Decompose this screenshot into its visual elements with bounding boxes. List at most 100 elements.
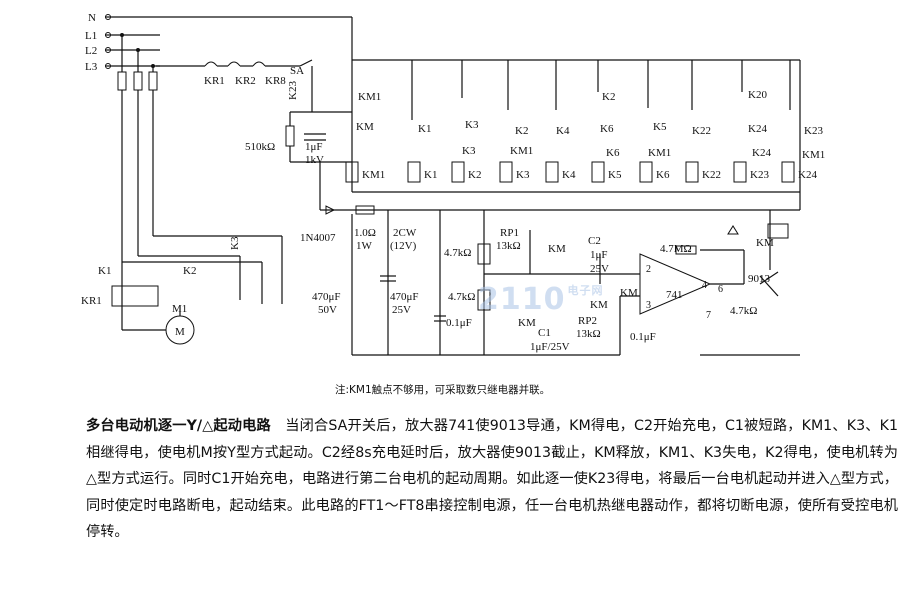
- cap-label: C2: [588, 235, 601, 247]
- contact-label: K24: [748, 123, 767, 135]
- motor-circuit: K1 K2 K3 KR1 M1 M: [81, 235, 283, 345]
- contact-label: K20: [748, 89, 767, 101]
- contact-label: K23: [804, 125, 823, 137]
- km-label: KM: [548, 243, 566, 255]
- coil-label: K3: [516, 169, 530, 181]
- pot-label: RP1: [500, 227, 519, 239]
- relay-label: KR8: [265, 75, 286, 87]
- motor-label: K3: [229, 236, 241, 250]
- pin-label: 2: [646, 264, 651, 275]
- coil-label: K23: [750, 169, 769, 181]
- contact-label: K5: [653, 121, 667, 133]
- rc-dropper: 510kΩ 1μF 1kV: [245, 111, 352, 210]
- watermark-small: 电子网: [567, 284, 604, 297]
- relay-label: KR2: [235, 75, 256, 87]
- coil-label: KM1: [362, 169, 385, 181]
- motor-label: M1: [172, 303, 187, 315]
- contact-label: K24: [752, 147, 771, 159]
- km-label: KM: [590, 299, 608, 311]
- contact-label: K6: [600, 123, 614, 135]
- coil-label: K2: [468, 169, 481, 181]
- cap-label: 1μF/25V: [530, 341, 570, 353]
- relay-coils: KM1 K1 K2 K3 K4 K5 K6 K22 K23 K24: [345, 161, 817, 183]
- motor-label: K1: [98, 265, 111, 277]
- contact-label: KM: [356, 121, 374, 133]
- fuse: [133, 71, 143, 91]
- coil-label: K24: [798, 169, 817, 181]
- resistor-label: 1.0Ω: [354, 227, 376, 239]
- motor-label: K2: [183, 265, 196, 277]
- contact-label: K3: [462, 145, 476, 157]
- km-label: KM: [756, 237, 774, 249]
- opamp-label: 741: [666, 289, 683, 301]
- pot-label: 13kΩ: [576, 328, 601, 340]
- coil-label: K1: [424, 169, 437, 181]
- timer-circuit: 1N4007 1.0Ω 1W 2CW (12V) 470μF 50V 470μF…: [300, 205, 800, 356]
- contact-label: KM1: [358, 91, 381, 103]
- diagram-note: 注:KM1触点不够用，可采取数只继电器并联。: [335, 384, 551, 396]
- km-label: KM: [620, 287, 638, 299]
- fuse: [148, 71, 158, 91]
- pot-label: 13kΩ: [496, 240, 521, 252]
- coil-label: K6: [656, 169, 670, 181]
- pin-label: 7: [706, 310, 711, 321]
- contact-label: K22: [692, 125, 711, 137]
- coil-label: K4: [562, 169, 576, 181]
- switch-label: K23: [287, 81, 299, 100]
- resistor-label: 4.7kΩ: [444, 247, 471, 259]
- switch-label: SA: [290, 65, 304, 77]
- zener-label: (12V): [390, 240, 417, 252]
- cap-1uf-label: 1μF: [305, 141, 323, 153]
- cap-label: 0.1μF: [446, 317, 472, 329]
- caption-paragraph: 多台电动机逐一Y/△起动电路 当闭合SA开关后，放大器741使9013导通，KM…: [86, 413, 898, 546]
- pin-label: 4: [702, 280, 707, 291]
- motor-label: KR1: [81, 295, 102, 307]
- cap-label: 25V: [590, 263, 609, 275]
- supply-label: N: [88, 12, 96, 24]
- cap-label: 50V: [318, 304, 337, 316]
- contact-label: K2: [602, 91, 615, 103]
- cap-label: C1: [538, 327, 551, 339]
- pot-label: RP2: [578, 315, 597, 327]
- resistor-label: 4.7kΩ: [730, 305, 757, 317]
- caption-title: 多台电动机逐一Y/△起动电路: [86, 418, 271, 434]
- km-label: KM: [518, 317, 536, 329]
- cap-label: 470μF: [390, 291, 419, 303]
- contact-label: K2: [515, 125, 528, 137]
- contact-label: K1: [418, 123, 431, 135]
- coil-label: K22: [702, 169, 721, 181]
- motor-symbol: M: [175, 326, 185, 338]
- pin-label: 6: [718, 284, 723, 295]
- fuse: [117, 71, 127, 91]
- relay-contacts: KR1 KR2 KR8 SA K23: [204, 59, 313, 112]
- relay-label: KR1: [204, 75, 225, 87]
- cap-label: 470μF: [312, 291, 341, 303]
- resistor-label: 4.7kΩ: [448, 291, 475, 303]
- supply-label: L3: [85, 61, 98, 73]
- supply-label: L1: [85, 30, 97, 42]
- transistor-label: 9013: [748, 273, 771, 285]
- diode-label: 1N4007: [300, 232, 336, 244]
- contact-label: K3: [465, 119, 479, 131]
- contact-label: K6: [606, 147, 620, 159]
- contact-label: KM1: [510, 145, 533, 157]
- cap-label: 0.1μF: [630, 331, 656, 343]
- zener-label: 2CW: [393, 227, 417, 239]
- contact-label: KM1: [802, 149, 825, 161]
- cap-label: 1μF: [590, 249, 608, 261]
- resistor-label: 4.7MΩ: [660, 243, 692, 255]
- caption-body: 当闭合SA开关后，放大器741使9013导通，KM得电，C2开始充电，C1被短路…: [86, 418, 898, 541]
- resistor-510-label: 510kΩ: [245, 141, 275, 153]
- cap-1kv-label: 1kV: [305, 154, 324, 166]
- circuit-schematic: N L1 L2 L3 KR1 KR2 KR8 SA K23: [81, 12, 825, 356]
- coil-label: K5: [608, 169, 622, 181]
- watermark-main: 2110: [478, 282, 566, 317]
- pin-label: 3: [646, 300, 651, 311]
- contact-label: K4: [556, 125, 570, 137]
- control-bus: KM1 KM K1 K3 K3 K2 KM1 K2 K4 K6 K5 K6 KM…: [351, 59, 825, 210]
- supply-lines: N L1 L2 L3: [85, 12, 353, 262]
- contact-label: KM1: [648, 147, 671, 159]
- resistor-label: 1W: [356, 240, 373, 252]
- cap-label: 25V: [392, 304, 411, 316]
